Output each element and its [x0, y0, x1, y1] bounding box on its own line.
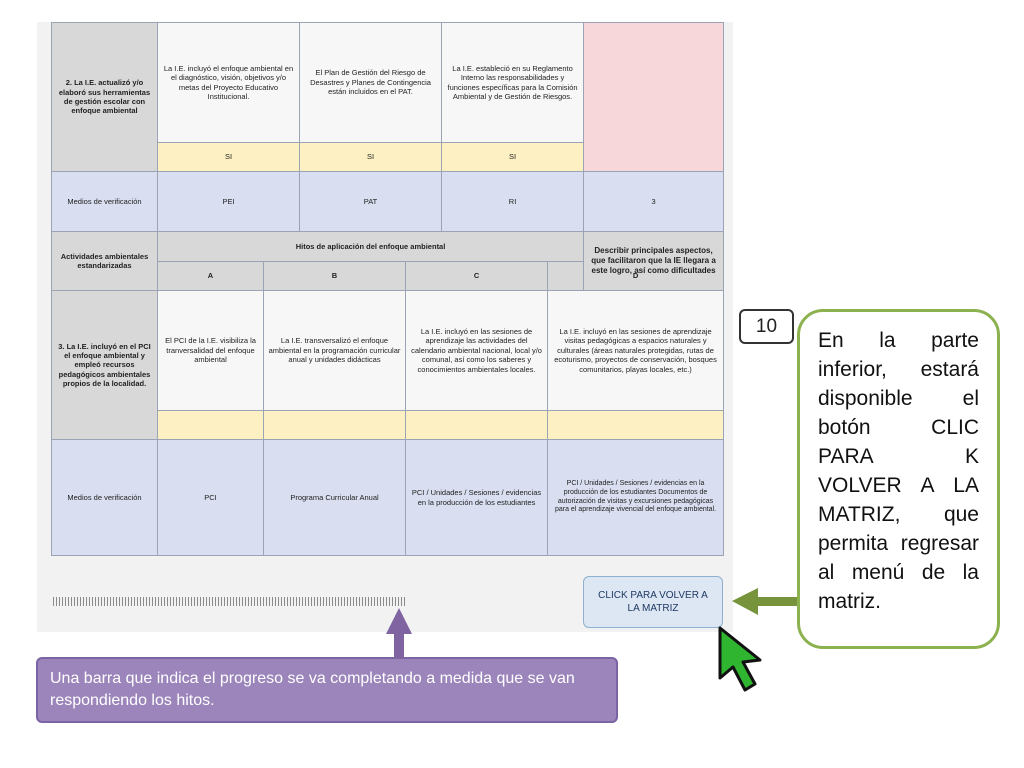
note-text: Una barra que indica el progreso se va c… [50, 670, 575, 709]
instruction-callout: En la parte inferior, estará disponible … [797, 309, 1000, 649]
back-to-matrix-label: CLICK PARA VOLVER A LA MATRIZ [598, 589, 708, 615]
verification-2b: PAT [299, 171, 443, 232]
progress-bar [53, 597, 406, 606]
verification-3a: PCI [157, 439, 264, 556]
column-header-c: C [405, 261, 549, 291]
section-3-title: 3. La I.E. incluyó en el PCI el enfoque … [51, 290, 158, 440]
back-to-matrix-button[interactable]: CLICK PARA VOLVER A LA MATRIZ [583, 576, 723, 628]
table-row: Medios de verificación PEI PAT RI 3 [51, 171, 725, 232]
table-row: SI SI SI [52, 142, 724, 172]
verification-3b: Programa Curricular Anual [262, 439, 407, 556]
table-row: 2. La I.E. actualizó y/o elaboró sus her… [51, 22, 725, 172]
table-row: 3. La I.E. incluyó en el PCI el enfoque … [51, 290, 725, 440]
milestone-3c: La I.E. incluyó en las sesiones de apren… [405, 290, 549, 411]
callout-text: En la parte inferior, estará disponible … [818, 329, 979, 613]
section-2-title: 2. La I.E. actualizó y/o elaboró sus her… [51, 22, 158, 172]
milestone-2a: La I.E. incluyó el enfoque ambiental en … [156, 22, 301, 143]
progress-bar-note: Una barra que indica el progreso se va c… [36, 657, 618, 723]
section-2-score: 3 [583, 171, 725, 232]
column-header-b: B [262, 261, 407, 291]
table-row: Medios de verificación PCI Programa Curr… [51, 439, 725, 556]
verification-3d: PCI / Unidades / Sesiones / evidencias e… [547, 439, 725, 556]
slide-number: 10 [739, 309, 794, 344]
verification-2c: RI [441, 171, 585, 232]
milestone-2c: La I.E. estableció en su Reglamento Inte… [441, 22, 585, 143]
answer-3a-select[interactable] [157, 410, 264, 440]
answer-3d-select[interactable] [547, 410, 725, 440]
answer-3c-select[interactable] [405, 410, 549, 440]
table-row [52, 410, 725, 440]
verification-2a: PEI [156, 171, 301, 232]
verification-3c: PCI / Unidades / Sesiones / evidencias e… [405, 439, 549, 556]
verification-label: Medios de verificación [51, 171, 158, 232]
answer-3b-select[interactable] [262, 410, 407, 440]
left-arrow-icon [732, 588, 797, 615]
milestone-2b: El Plan de Gestión del Riesgo de Desastr… [299, 22, 443, 143]
section-2-description-cell[interactable] [583, 22, 725, 172]
up-arrow-icon [386, 608, 412, 659]
answer-2c-select[interactable]: SI [441, 142, 585, 172]
answer-2a-select[interactable]: SI [156, 142, 301, 172]
verification-label: Medios de verificación [51, 439, 158, 556]
milestone-3b: La I.E. transversalizó el enfoque ambien… [262, 290, 407, 411]
milestone-3d: La I.E. incluyó en las sesiones de apren… [547, 290, 725, 411]
activities-header: Actividades ambientales estandarizadas [51, 231, 158, 291]
table-row: A B C D [52, 261, 725, 291]
matrix-table: 2. La I.E. actualizó y/o elaboró sus her… [51, 22, 725, 556]
milestones-header: Hitos de aplicación del enfoque ambienta… [156, 231, 585, 262]
milestone-3a: El PCI de la I.E. visibiliza la tranvers… [157, 290, 264, 411]
cursor-pointer-icon [718, 626, 762, 692]
